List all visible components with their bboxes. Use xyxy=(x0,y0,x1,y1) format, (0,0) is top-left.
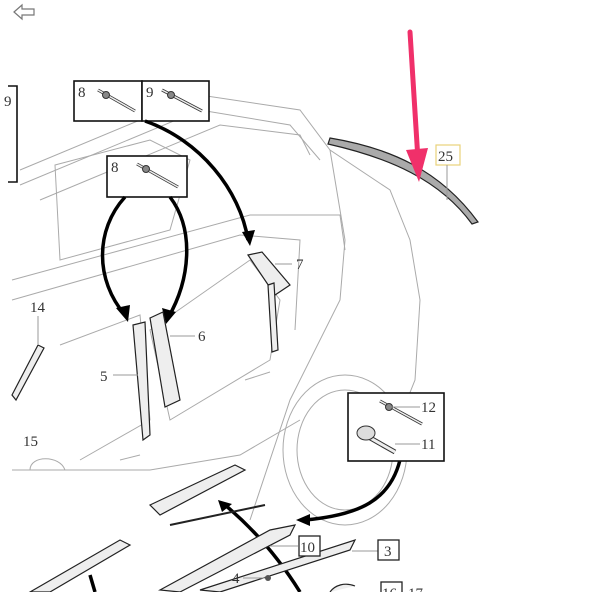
back-arrow-icon[interactable] xyxy=(12,3,36,21)
callout-box-8-top[interactable]: 8 xyxy=(73,80,143,122)
window-trim-7[interactable] xyxy=(247,251,291,353)
svg-text:9: 9 xyxy=(4,94,12,110)
svg-text:10: 10 xyxy=(300,540,315,556)
svg-text:8: 8 xyxy=(78,85,86,101)
door-molding-14-15[interactable] xyxy=(11,344,45,402)
pillar-trim-6[interactable] xyxy=(149,311,181,408)
assembly-arrows xyxy=(88,119,402,592)
sill-moldings[interactable] xyxy=(28,464,357,592)
highlight-arrow xyxy=(406,29,428,182)
callout-15[interactable]: 15 xyxy=(23,434,38,450)
callout-6[interactable]: 6 xyxy=(198,329,206,345)
callout-25[interactable]: 25 xyxy=(435,144,461,200)
svg-text:16: 16 xyxy=(382,586,398,592)
svg-text:12: 12 xyxy=(421,400,436,416)
callout-17[interactable]: 17 xyxy=(408,586,424,592)
svg-text:3: 3 xyxy=(384,544,392,560)
pillar-trim-5[interactable] xyxy=(132,321,151,442)
callout-10[interactable]: 10 xyxy=(298,535,321,557)
callout-4[interactable]: 4 xyxy=(232,571,240,587)
vehicle-outline xyxy=(11,94,421,526)
callout-14[interactable]: 14 xyxy=(30,300,46,316)
callout-7[interactable]: 7 xyxy=(296,257,304,273)
partial-callout-box: 9 xyxy=(4,85,18,183)
callout-box-9-top[interactable]: 9 xyxy=(141,80,210,122)
callout-3[interactable]: 3 xyxy=(377,539,400,561)
callout-5[interactable]: 5 xyxy=(100,369,108,385)
callout-16[interactable]: 16 xyxy=(380,581,403,592)
roof-spoiler-25[interactable] xyxy=(327,137,479,225)
callout-box-8-mid[interactable]: 8 xyxy=(106,155,188,198)
svg-text:25: 25 xyxy=(438,149,453,165)
svg-text:9: 9 xyxy=(146,85,154,101)
callout-box-11-12[interactable]: 12 11 xyxy=(347,392,445,462)
svg-text:8: 8 xyxy=(111,160,119,176)
svg-text:11: 11 xyxy=(421,437,435,453)
